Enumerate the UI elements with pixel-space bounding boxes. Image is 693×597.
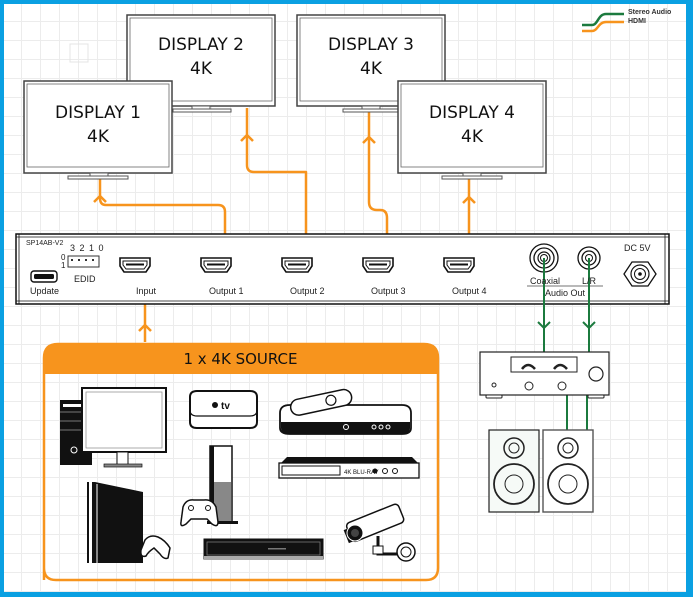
display-1-name: DISPLAY 1 bbox=[55, 103, 141, 123]
display-2-label: DISPLAY 2 4K bbox=[130, 33, 272, 81]
audio-out-label: Audio Out bbox=[545, 288, 586, 298]
display-1-resolution: 4K bbox=[87, 127, 109, 147]
hdmi-cable-output1 bbox=[98, 178, 227, 258]
legend bbox=[582, 12, 624, 33]
output-1-port bbox=[200, 257, 232, 273]
pc-workstation bbox=[60, 387, 167, 468]
dip-state-1: 1 bbox=[61, 261, 66, 270]
display-1-label: DISPLAY 1 4K bbox=[27, 101, 169, 149]
update-label: Update bbox=[30, 286, 60, 296]
display-4-name: DISPLAY 4 bbox=[429, 103, 515, 123]
security-camera bbox=[343, 503, 416, 562]
soundbar-receiver bbox=[203, 538, 324, 560]
update-port bbox=[30, 270, 58, 283]
legend-label-audio: Stereo Audio bbox=[628, 9, 672, 16]
input-label: Input bbox=[136, 286, 157, 296]
lr-label: L/R bbox=[582, 276, 597, 286]
output-3-label: Output 3 bbox=[371, 286, 406, 296]
legend-label-hdmi: HDMI bbox=[628, 18, 646, 25]
audio-cables bbox=[537, 258, 596, 430]
display-3-label: DISPLAY 3 4K bbox=[300, 33, 442, 81]
edid-dip-switch bbox=[67, 255, 100, 268]
speaker-right bbox=[542, 429, 594, 513]
output-2-label: Output 2 bbox=[290, 286, 325, 296]
edid-label: EDID bbox=[74, 274, 96, 284]
output-4-port bbox=[443, 257, 475, 273]
display-3-name: DISPLAY 3 bbox=[328, 35, 414, 55]
dip-state-0: 0 bbox=[61, 253, 66, 262]
hdmi-cables bbox=[93, 108, 476, 342]
display-1 bbox=[23, 80, 173, 180]
legend-audio-line bbox=[582, 12, 624, 27]
hdmi-cable-output2 bbox=[245, 108, 308, 258]
dc-power-port bbox=[623, 261, 657, 287]
bluray-label: 4K BLU-RAY bbox=[344, 470, 379, 476]
coaxial-label: Coaxial bbox=[530, 276, 561, 286]
display-4-label: DISPLAY 4 4K bbox=[401, 101, 543, 149]
display-2-resolution: 4K bbox=[190, 59, 212, 79]
output-2-port bbox=[281, 257, 313, 273]
legend-hdmi-line bbox=[582, 20, 624, 33]
xbox-console bbox=[180, 445, 238, 527]
hdmi-cable-output3 bbox=[367, 112, 389, 258]
playstation-console bbox=[87, 482, 171, 563]
source-title: 1 x 4K SOURCE bbox=[183, 350, 298, 368]
display-4-resolution: 4K bbox=[461, 127, 483, 147]
source-panel bbox=[42, 342, 440, 582]
splitter-model: SP14AB-V2 bbox=[26, 240, 64, 247]
output-3-port bbox=[362, 257, 394, 273]
hdmi-arrow-input bbox=[138, 324, 152, 332]
input-port bbox=[119, 257, 151, 273]
speaker-left bbox=[488, 429, 540, 513]
output-4-label: Output 4 bbox=[452, 286, 487, 296]
hdmi-splitter bbox=[15, 233, 670, 305]
set-top-box bbox=[279, 388, 412, 435]
display-3-resolution: 4K bbox=[360, 59, 382, 79]
amplifier bbox=[479, 351, 610, 399]
apple-tv-label: tv bbox=[221, 401, 230, 412]
display-2-name: DISPLAY 2 bbox=[158, 35, 244, 55]
blu-ray-player: 4K BLU-RAY bbox=[278, 457, 420, 479]
dc-label: DC 5V bbox=[624, 243, 651, 253]
output-1-label: Output 1 bbox=[209, 286, 244, 296]
display-3 bbox=[296, 14, 446, 113]
dip-numbers: 3 2 1 0 bbox=[70, 243, 105, 253]
display-4 bbox=[397, 80, 547, 180]
apple-tv: tv bbox=[189, 390, 258, 429]
